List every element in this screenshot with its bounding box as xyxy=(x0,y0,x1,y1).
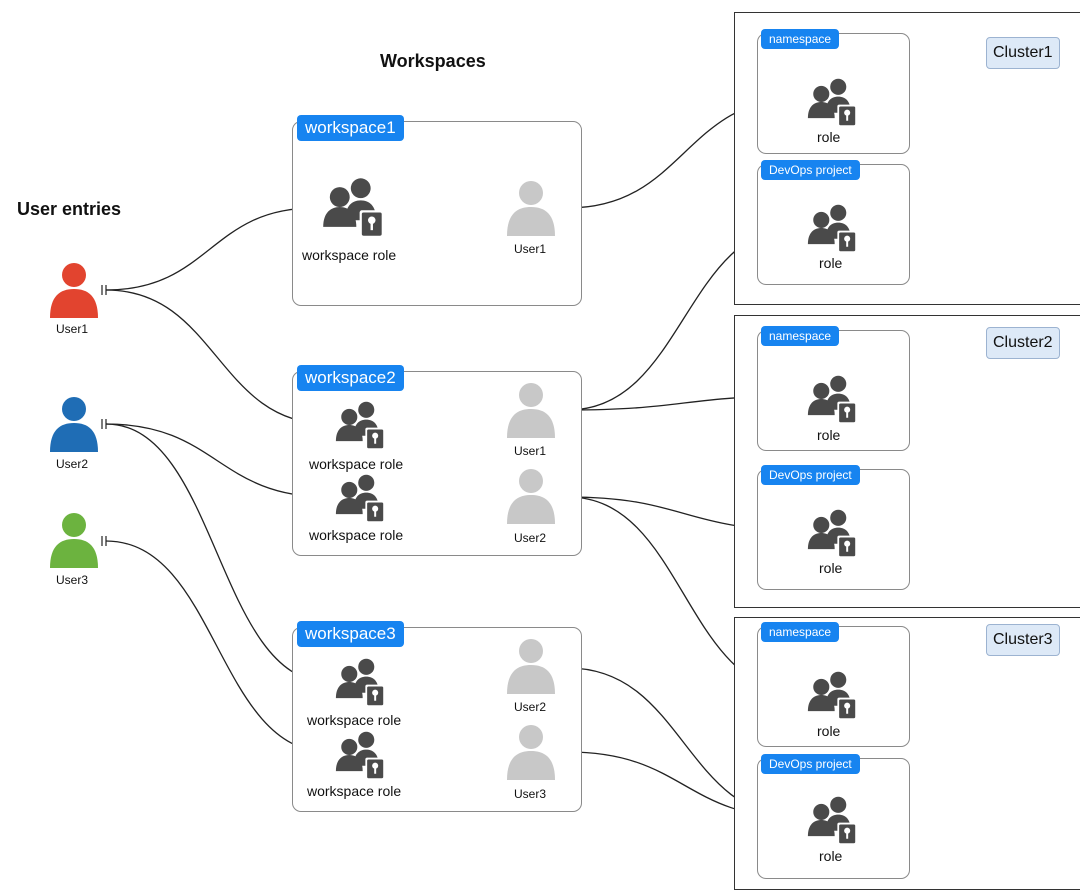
role-group-lock-icon xyxy=(806,77,858,132)
member-user-icon[interactable] xyxy=(505,468,557,529)
workspace-member-label: User1 xyxy=(514,444,547,458)
workspace-role-label: workspace role xyxy=(309,527,404,543)
user-entry-label: User3 xyxy=(56,573,89,587)
workspace-role-label: workspace role xyxy=(307,783,402,799)
connector-end-mark xyxy=(101,419,107,429)
namespace-tag[interactable]: namespace xyxy=(761,326,840,346)
workspace-member-label: User3 xyxy=(514,787,547,801)
user-entries-heading: User entries xyxy=(17,199,122,219)
role-group-lock-icon xyxy=(334,400,386,455)
devops-project-tag[interactable]: DevOps project xyxy=(761,160,860,180)
member-user-icon[interactable] xyxy=(505,724,557,785)
workspaces-heading: Workspaces xyxy=(380,51,486,71)
user-icon[interactable] xyxy=(48,512,100,573)
role-group-lock-icon xyxy=(334,473,386,528)
namespace-tag[interactable]: namespace xyxy=(761,29,840,49)
namespace-box[interactable] xyxy=(757,330,910,451)
workspace-role-label: workspace role xyxy=(307,712,402,728)
member-user-icon[interactable] xyxy=(505,382,557,443)
role-label: role xyxy=(817,129,841,145)
cluster-label: Cluster3 xyxy=(986,624,1060,656)
role-group-lock-icon xyxy=(806,670,858,725)
connector-line xyxy=(105,207,315,291)
user-icon[interactable] xyxy=(48,396,100,457)
role-group-lock-icon xyxy=(334,730,386,785)
cluster-label: Cluster2 xyxy=(986,327,1060,359)
user-icon[interactable] xyxy=(48,262,100,323)
workspace-member-label: User2 xyxy=(514,700,547,714)
member-user-icon[interactable] xyxy=(505,638,557,699)
workspace-tag[interactable]: workspace1 xyxy=(297,115,404,141)
connector-end-mark xyxy=(101,536,107,546)
workspace-member-label: User1 xyxy=(514,242,547,256)
role-group-lock-icon xyxy=(806,374,858,429)
workspace-member-label: User2 xyxy=(514,531,547,545)
role-group-lock-icon xyxy=(806,203,858,258)
namespace-box[interactable] xyxy=(757,33,910,154)
connector-end-mark xyxy=(101,285,107,295)
role-group-lock-icon xyxy=(334,657,386,712)
role-label: role xyxy=(819,848,843,864)
devops-project-tag[interactable]: DevOps project xyxy=(761,465,860,485)
workspace-tag[interactable]: workspace2 xyxy=(297,365,404,391)
cluster-label: Cluster1 xyxy=(986,37,1060,69)
role-label: role xyxy=(819,560,843,576)
role-label: role xyxy=(817,723,841,739)
user-entry-label: User2 xyxy=(56,457,89,471)
role-label: role xyxy=(819,255,843,271)
workspace-role-label: workspace role xyxy=(302,247,397,263)
workspace-tag[interactable]: workspace3 xyxy=(297,621,404,647)
role-group-lock-icon xyxy=(806,508,858,563)
namespace-tag[interactable]: namespace xyxy=(761,622,840,642)
devops-project-box[interactable] xyxy=(757,469,910,590)
member-user-icon[interactable] xyxy=(505,180,557,241)
user-entry-label: User1 xyxy=(56,322,89,336)
namespace-box[interactable] xyxy=(757,626,910,747)
role-group-lock-icon xyxy=(321,176,385,243)
devops-project-tag[interactable]: DevOps project xyxy=(761,754,860,774)
role-label: role xyxy=(817,427,841,443)
workspace-role-label: workspace role xyxy=(309,456,404,472)
role-group-lock-icon xyxy=(806,795,858,850)
